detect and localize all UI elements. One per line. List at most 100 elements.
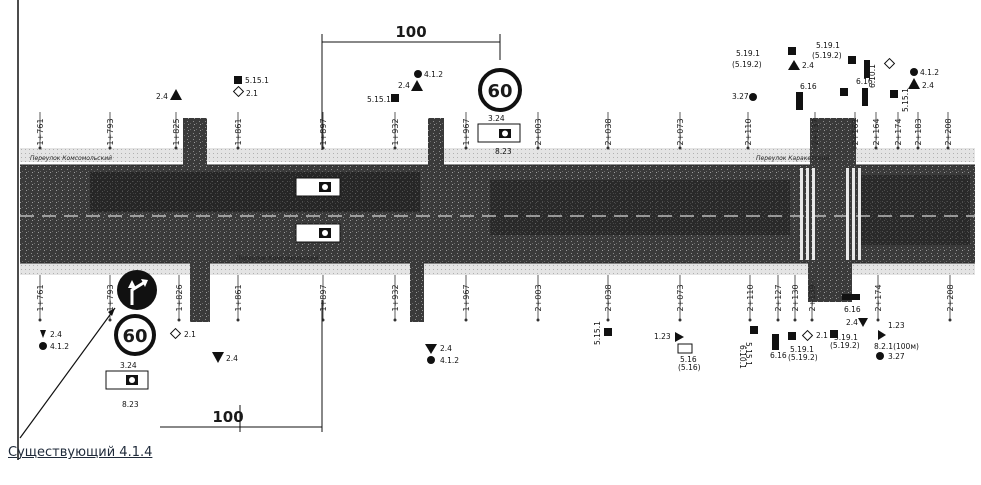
crosswalk-left	[800, 168, 815, 260]
sign-label: 2.4	[846, 318, 858, 327]
side-street-top-left	[183, 118, 207, 166]
chainage-dot	[678, 146, 682, 150]
chainage-dot	[236, 146, 240, 150]
sign-label: 5.19.1	[736, 49, 760, 58]
chainage-label: 2+208	[946, 284, 955, 311]
chainage-dot	[948, 318, 952, 322]
speed-limit-top-value: 60	[487, 81, 512, 102]
sign-label: 2.4	[802, 61, 814, 70]
sign-label: 5.15.1	[245, 76, 269, 85]
chainage-label: 2+164	[872, 118, 881, 145]
chainage-dot	[38, 318, 42, 322]
sign-label: (5.19.2)	[830, 341, 860, 350]
sign-label: 5.19.1	[834, 333, 858, 342]
chainage-dot	[853, 146, 857, 150]
sign-label: 2.4	[50, 330, 62, 339]
chainage-dot	[464, 146, 468, 150]
sign-label: 5.15.1	[901, 88, 910, 112]
sign-label: 5.15.1	[593, 321, 602, 345]
chainage-dot	[776, 318, 780, 322]
camera-sign-code-bottom: 3.24	[120, 361, 137, 370]
speed-limit-bottom-value: 60	[122, 326, 147, 347]
chainage-label: 2+110	[744, 118, 753, 145]
camera-sign-road-2	[295, 223, 341, 243]
chainage-label: 2+161	[851, 118, 860, 145]
sign-label: 5.16	[680, 355, 697, 364]
chainage-label: 1+932	[391, 284, 400, 311]
camera-sign-top: 3.24 8.23	[477, 114, 521, 156]
sign-label: 5.19.1	[790, 345, 814, 354]
side-street-top-mid	[428, 118, 444, 166]
road-signs-top: 2.4 5.15.1 2.1 4.1.2 2.4 5.15.1 5.19.1 (…	[156, 41, 939, 112]
chainage-label: 2+003	[534, 284, 543, 311]
sign-label: 2.1	[184, 330, 196, 339]
camera-plate-code-bottom: 8.23	[122, 400, 139, 409]
chainage-dot	[874, 146, 878, 150]
chainage-dot	[916, 146, 920, 150]
chainage-dot	[393, 318, 397, 322]
direction-sign-4-1-4	[117, 270, 157, 310]
crosswalk-right	[846, 168, 861, 260]
sign-label: 4.1.2	[424, 70, 443, 79]
sign-label: 2.4	[440, 344, 452, 353]
sign-label: 3.27	[732, 92, 749, 101]
cross-street-top	[810, 118, 856, 166]
chainage-label: 1+761	[36, 284, 45, 311]
chainage-dot	[946, 146, 950, 150]
sign-label: 1.23	[888, 321, 905, 330]
chainage-label: 2+139	[808, 284, 817, 311]
chainage-label: 1+825	[172, 118, 181, 145]
sidewalk-bottom	[20, 263, 975, 275]
chainage-label: 1+932	[391, 118, 400, 145]
sign-label: 2.4	[156, 92, 168, 101]
sign-label: (5.19.2)	[788, 353, 818, 362]
street-name-2: Переулок Комсомольский	[236, 255, 318, 262]
chainage-label: 1+967	[462, 284, 471, 311]
chainage-dot	[896, 146, 900, 150]
dimension-bottom-label: 100	[212, 408, 243, 426]
caption-pointer-arrow	[108, 308, 115, 316]
camera-sign-code: 3.24	[488, 114, 505, 123]
street-name-1: Переулок Комсомольский	[30, 155, 112, 162]
dimension-top-label: 100	[395, 23, 426, 41]
sign-label: 6.16	[770, 351, 787, 360]
sign-label: 6.10.1	[868, 64, 877, 88]
chainage-dot	[393, 146, 397, 150]
sign-label: 5.15.1	[367, 95, 391, 104]
caption-pointer-line	[19, 307, 116, 439]
asphalt-dark-patch	[90, 172, 420, 212]
chainage-label: 1+897	[319, 284, 328, 311]
chainage-label: 2+127	[774, 284, 783, 311]
chainage-dot	[746, 146, 750, 150]
sign-label: (5.19.2)	[732, 60, 762, 69]
sign-label: 8.2.1(100м)	[874, 342, 919, 351]
speed-limit-sign-bottom: 60	[114, 314, 156, 356]
sign-label: 1.23	[654, 332, 671, 341]
chainage-label: 1+861	[234, 118, 243, 145]
street-name-3: Переулок Каракетский	[756, 155, 829, 162]
camera-sign-road-1	[295, 177, 341, 197]
speed-limit-sign-top: 60	[478, 68, 522, 112]
chainage-label: 2+174	[894, 118, 903, 145]
chainage-dot	[464, 318, 468, 322]
sign-label: 5.15.1	[744, 342, 753, 366]
sign-label: 5.19.1	[816, 41, 840, 50]
sign-label: 2.4	[226, 354, 238, 363]
camera-plate-code: 8.23	[495, 147, 512, 156]
chainage-label: 1+897	[319, 118, 328, 145]
chainage-label: 2+208	[944, 118, 953, 145]
chainage-label: 2+130	[791, 284, 800, 311]
chainage-label: 2+038	[604, 118, 613, 145]
sidewalk-top	[20, 148, 975, 162]
chainage-label: 2+073	[676, 284, 685, 311]
chainage-label: 2+110	[746, 284, 755, 311]
chainage-dot	[748, 318, 752, 322]
chainage-dot	[793, 318, 797, 322]
chainage-dot	[108, 146, 112, 150]
chainage-dot	[177, 318, 181, 322]
asphalt-dark-patch	[490, 180, 790, 235]
sign-label: 2.1	[816, 331, 828, 340]
chainage-dot	[678, 318, 682, 322]
